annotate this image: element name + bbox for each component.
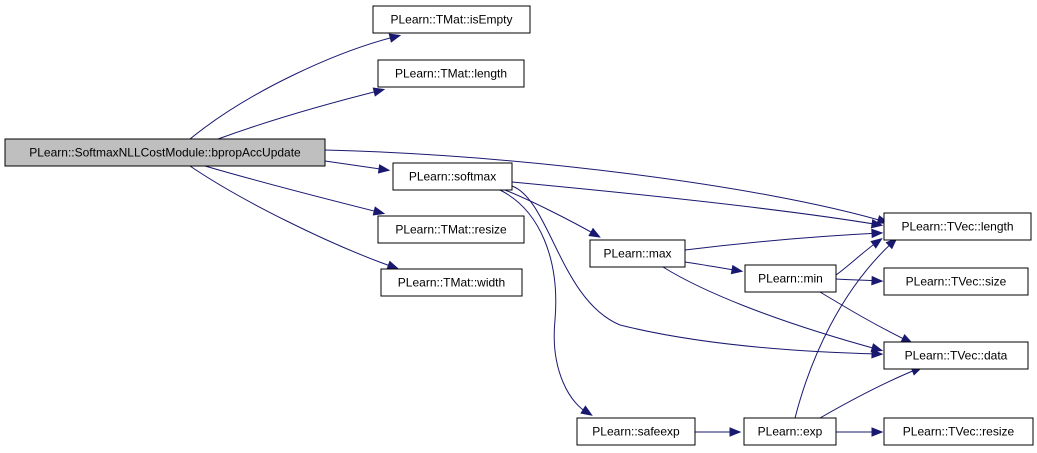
node-max[interactable]: PLearn::max xyxy=(589,239,686,268)
edge-line xyxy=(204,165,383,214)
edge-arrowhead xyxy=(871,275,884,286)
edge-softmax-to-tvec_length xyxy=(511,181,884,229)
edge-exp-to-tvec_data xyxy=(819,366,924,419)
edge-arrowhead xyxy=(871,228,884,239)
node-label: PLearn::softmax xyxy=(409,170,496,184)
edge-line xyxy=(511,185,881,355)
node-label: PLearn::exp xyxy=(758,425,823,439)
edge-arrowhead xyxy=(871,427,884,437)
node-label: PLearn::safeexp xyxy=(592,425,680,439)
edge-line xyxy=(189,165,397,269)
node-box xyxy=(883,341,1029,370)
node-label: PLearn::TVec::data xyxy=(905,349,1008,363)
node-label: PLearn::TMat::length xyxy=(395,67,507,81)
node-box xyxy=(744,264,837,293)
node-tmat-length[interactable]: PLearn::TMat::length xyxy=(377,59,525,88)
edge-arrowhead xyxy=(580,405,593,416)
edge-arrowhead xyxy=(588,227,601,238)
node-box xyxy=(377,215,525,244)
edge-arrowhead xyxy=(870,238,883,249)
edge-arrowhead xyxy=(388,33,402,43)
node-box xyxy=(576,417,696,446)
edge-line xyxy=(819,291,911,343)
edge-line xyxy=(511,181,881,226)
node-label: PLearn::SoftmaxNLLCostModule::bpropAccUp… xyxy=(29,146,301,160)
edge-arrowhead xyxy=(730,264,744,275)
edge-line xyxy=(819,367,921,419)
edge-root-to-isEmpty xyxy=(189,33,402,140)
edge-arrowhead xyxy=(729,427,742,437)
node-label: PLearn::TVec::size xyxy=(906,275,1007,289)
node-box xyxy=(392,162,513,191)
node-label: PLearn::TMat::width xyxy=(398,276,505,290)
node-tmat-width[interactable]: PLearn::TMat::width xyxy=(380,268,523,297)
edge-line xyxy=(324,160,388,171)
node-box xyxy=(743,417,837,446)
edge-arrowhead xyxy=(372,87,386,97)
node-label: PLearn::TVec::length xyxy=(901,220,1013,234)
node-tvec-size[interactable]: PLearn::TVec::size xyxy=(883,267,1029,296)
edge-root-to-softmax xyxy=(324,160,391,174)
edge-line xyxy=(324,149,887,223)
node-box xyxy=(372,5,531,34)
node-tvec-data[interactable]: PLearn::TVec::data xyxy=(883,341,1029,370)
node-tmat-resize[interactable]: PLearn::TMat::resize xyxy=(377,215,525,244)
node-softmax[interactable]: PLearn::softmax xyxy=(392,162,513,191)
node-box xyxy=(4,138,326,167)
edge-arrowhead xyxy=(377,164,391,174)
edge-root-to-tmat_length xyxy=(217,87,386,140)
edge-min-to-tvec_length xyxy=(835,238,883,276)
node-label: PLearn::min xyxy=(758,272,823,286)
edge-max-to-tvec_data xyxy=(662,266,884,353)
node-tvec-resize[interactable]: PLearn::TVec::resize xyxy=(883,417,1034,446)
node-exp[interactable]: PLearn::exp xyxy=(743,417,837,446)
edge-safeexp-to-exp xyxy=(694,427,742,437)
node-box xyxy=(883,212,1032,241)
edge-arrowhead xyxy=(870,343,884,353)
node-box xyxy=(883,267,1029,296)
node-box xyxy=(377,59,525,88)
edge-line xyxy=(189,35,399,140)
node-root[interactable]: PLearn::SoftmaxNLLCostModule::bpropAccUp… xyxy=(4,138,326,167)
edge-line xyxy=(499,189,591,415)
edge-softmax-to-max xyxy=(504,189,601,238)
node-isEmpty[interactable]: PLearn::TMat::isEmpty xyxy=(372,5,531,34)
edge-arrowhead xyxy=(386,260,400,270)
edge-max-to-min xyxy=(684,261,744,275)
node-label: PLearn::TVec::resize xyxy=(903,425,1015,439)
edge-exp-to-tvec_resize xyxy=(835,427,884,437)
edge-arrowhead xyxy=(885,237,898,250)
edge-line xyxy=(504,189,599,237)
node-box xyxy=(883,417,1034,446)
node-box xyxy=(380,268,523,297)
edge-arrowhead xyxy=(870,218,884,229)
edge-min-to-tvec_size xyxy=(835,275,884,286)
node-label: PLearn::max xyxy=(603,247,671,261)
node-label: PLearn::TMat::isEmpty xyxy=(390,13,512,27)
edge-root-to-tmat_resize xyxy=(204,165,386,216)
edge-min-to-tvec_data xyxy=(819,291,914,344)
node-safeexp[interactable]: PLearn::safeexp xyxy=(576,417,696,446)
edge-softmax-to-safeexp xyxy=(499,189,593,416)
node-min[interactable]: PLearn::min xyxy=(744,264,837,293)
edge-max-to-tvec_length xyxy=(684,228,884,251)
edge-line xyxy=(662,266,881,351)
node-box xyxy=(589,239,686,268)
node-tvec-length[interactable]: PLearn::TVec::length xyxy=(883,212,1032,241)
edge-arrowhead xyxy=(372,206,386,216)
call-nodes: PLearn::SoftmaxNLLCostModule::bpropAccUp… xyxy=(4,5,1034,446)
edge-exp-to-tvec_length xyxy=(794,237,898,419)
edge-root-to-tmat_width xyxy=(189,165,400,270)
edge-line xyxy=(684,232,881,251)
call-edges xyxy=(189,33,924,437)
node-label: PLearn::TMat::resize xyxy=(395,223,507,237)
edge-line xyxy=(217,89,383,140)
edge-line xyxy=(794,239,896,419)
